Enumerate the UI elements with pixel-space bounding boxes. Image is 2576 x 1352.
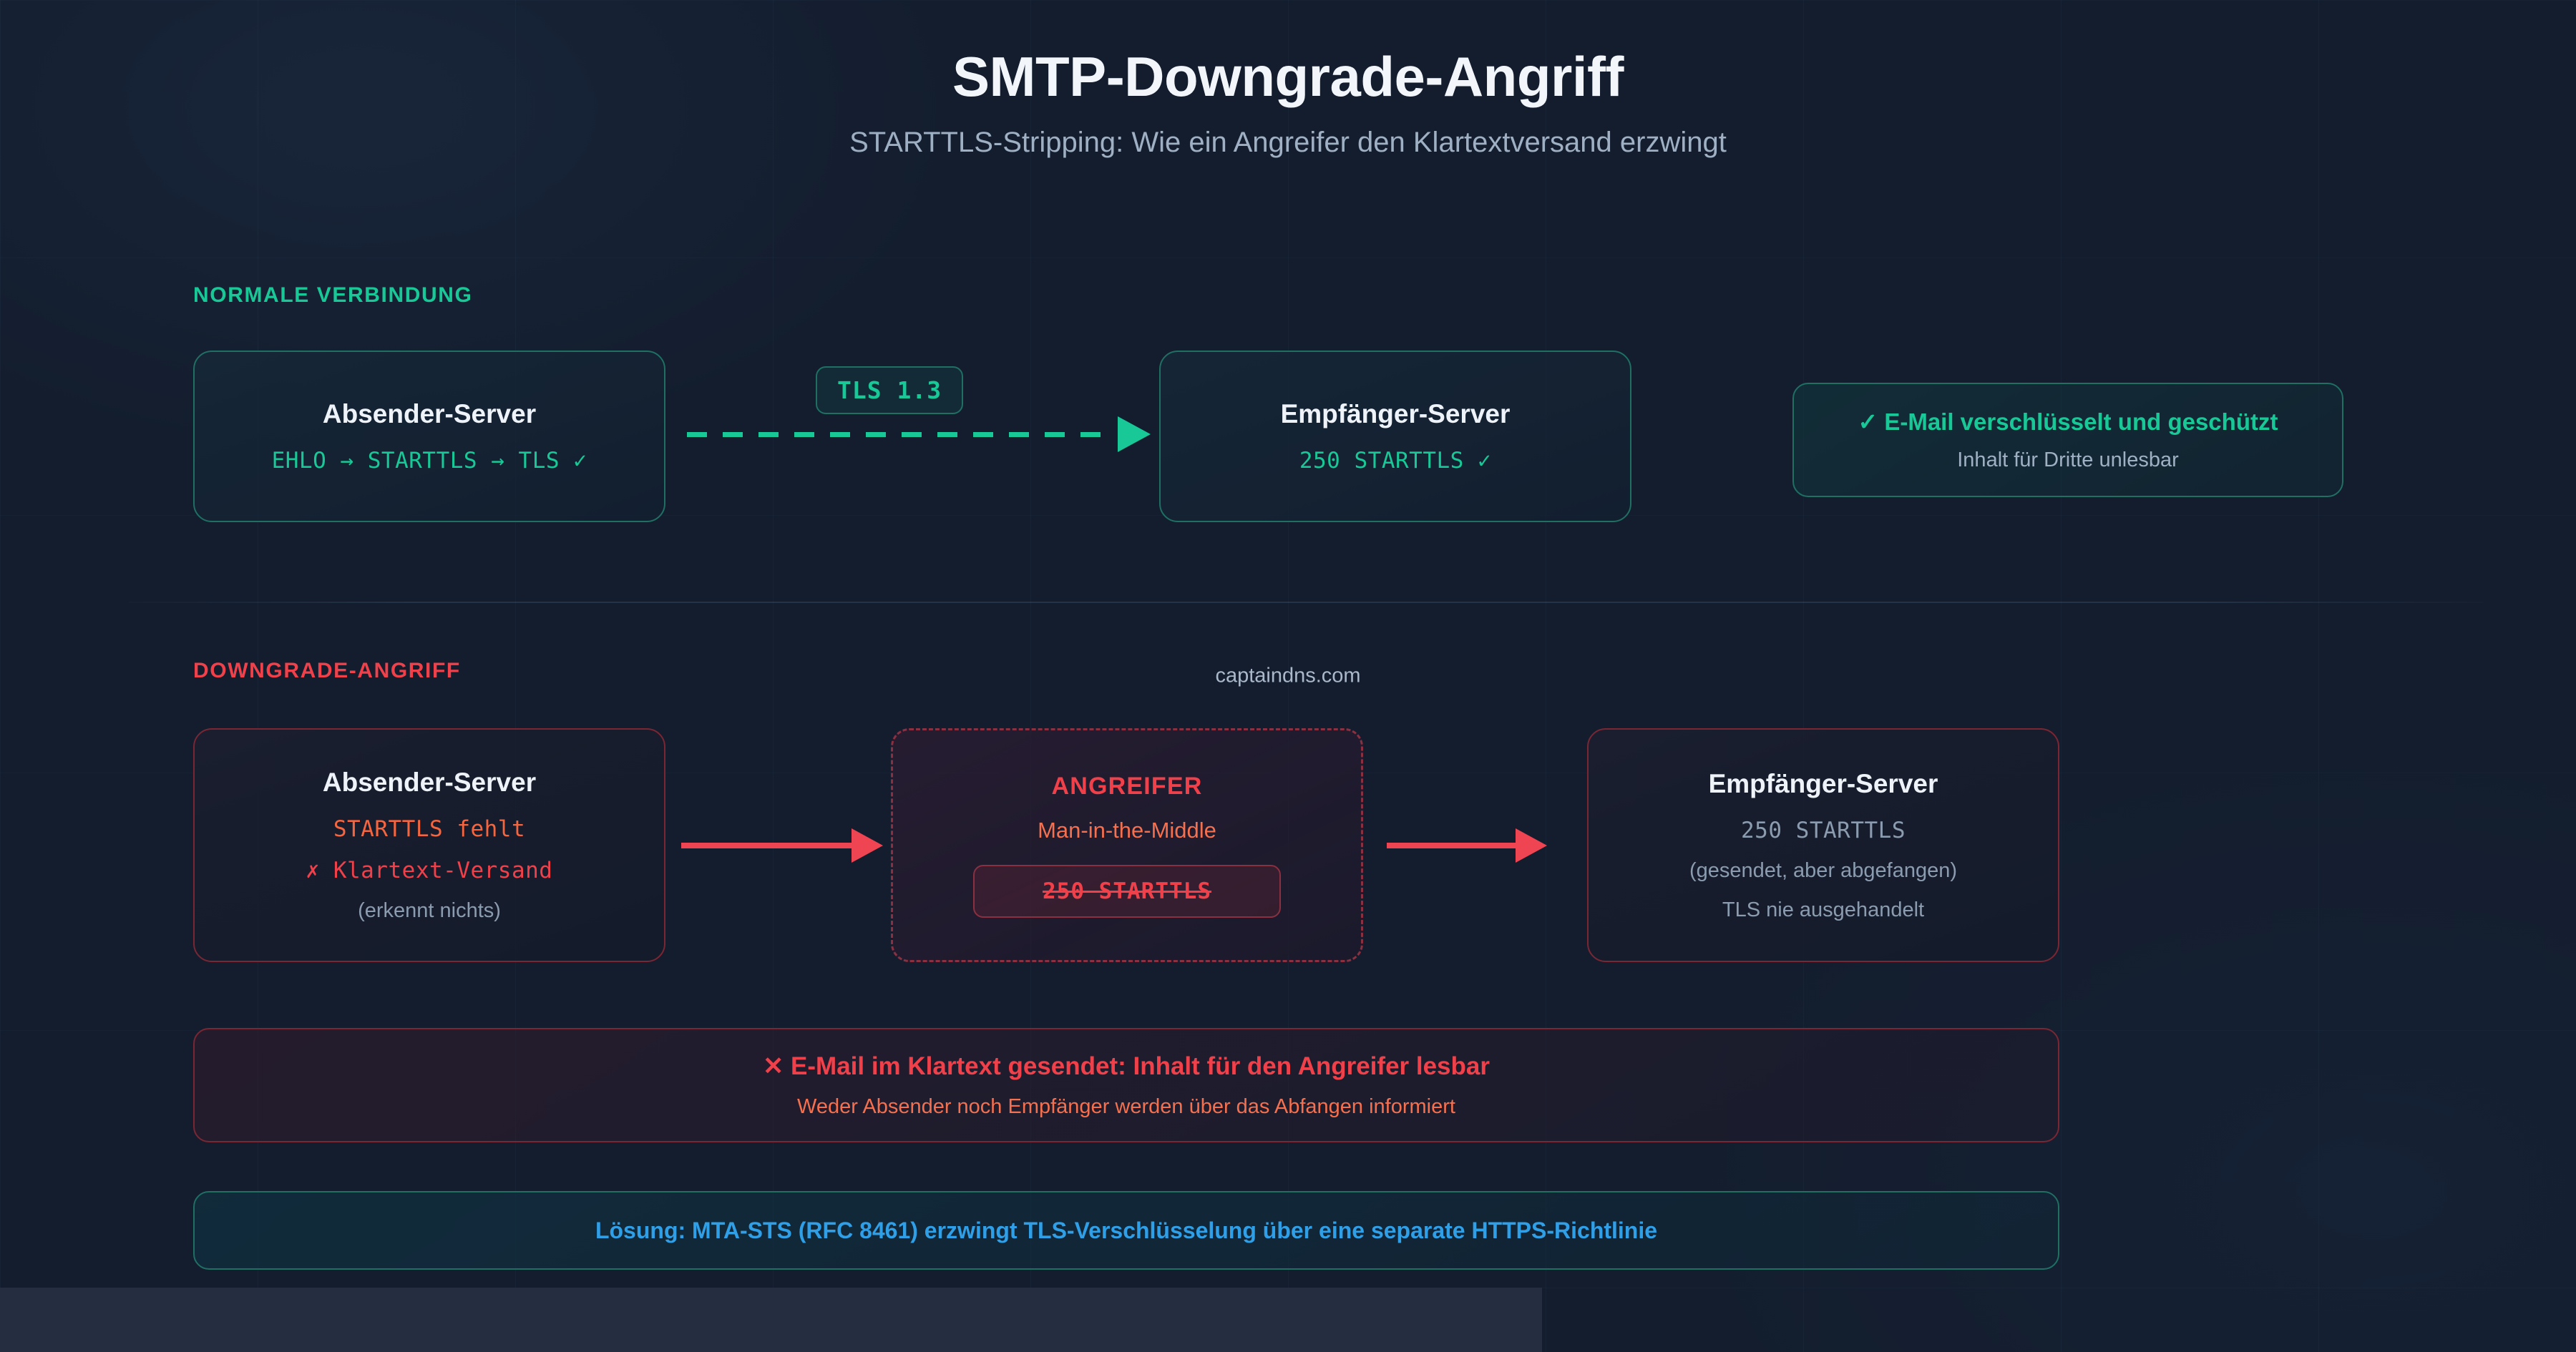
section-label-normal: NORMALE VERBINDUNG: [193, 283, 473, 307]
arrow-encrypted-line: [687, 432, 1116, 437]
footer-site-label: captaindns.com: [1215, 664, 1361, 687]
arrow-attack-out-line: [1387, 843, 1517, 848]
arrow-attack-in-head-icon: [852, 828, 883, 863]
status-badge-success-sub: Inhalt für Dritte unlesbar: [1957, 449, 2179, 471]
node-receiver-attack-line2: (gesendet, aber abgefangen): [1689, 858, 1958, 882]
node-attacker-stripped-chip-label: 250 STARTTLS: [1043, 878, 1211, 904]
banner-warning-sub: Weder Absender noch Empfänger werden übe…: [797, 1094, 1455, 1118]
node-receiver-attack-line3: TLS nie ausgehandelt: [1722, 898, 1925, 921]
arrow-attack-in-line: [681, 843, 853, 848]
arrow-encrypted-head-icon: [1118, 416, 1151, 452]
tls-version-badge: TLS 1.3: [816, 366, 964, 414]
node-sender-normal-title: Absender-Server: [322, 399, 537, 428]
status-badge-success: ✓ E-Mail verschlüsselt und geschützt Inh…: [1792, 383, 2343, 497]
page-title: SMTP-Downgrade-Angriff: [952, 45, 1624, 108]
node-receiver-normal-title: Empfänger-Server: [1280, 399, 1511, 428]
node-attacker: ANGREIFER Man-in-the-Middle 250 STARTTLS: [891, 728, 1363, 962]
node-sender-normal: Absender-Server EHLO → STARTTLS → TLS ✓: [193, 351, 665, 522]
node-receiver-attack-title: Empfänger-Server: [1708, 768, 1938, 798]
node-receiver-attack: Empfänger-Server 250 STARTTLS (gesendet,…: [1587, 728, 2059, 962]
banner-solution: Lösung: MTA-STS (RFC 8461) erzwingt TLS-…: [193, 1191, 2059, 1270]
node-receiver-normal-detail: 250 STARTTLS ✓: [1299, 448, 1492, 474]
section-label-attack: DOWNGRADE-ANGRIFF: [193, 659, 461, 682]
node-attacker-stripped-chip: 250 STARTTLS: [973, 865, 1281, 918]
node-sender-attack-title: Absender-Server: [322, 768, 537, 797]
page-subtitle: STARTTLS-Stripping: Wie ein Angreifer de…: [849, 127, 1727, 158]
node-sender-attack-line1: STARTTLS fehlt: [333, 816, 526, 842]
node-receiver-normal: Empfänger-Server 250 STARTTLS ✓: [1159, 351, 1631, 522]
header: SMTP-Downgrade-Angriff STARTTLS-Strippin…: [0, 0, 2576, 159]
node-sender-attack: Absender-Server STARTTLS fehlt ✗ Klartex…: [193, 728, 665, 962]
banner-warning-main: ✕ E-Mail im Klartext gesendet: Inhalt fü…: [762, 1052, 1490, 1080]
arrow-attack-out-head-icon: [1516, 828, 1547, 863]
status-badge-success-main: ✓ E-Mail verschlüsselt und geschützt: [1858, 408, 2278, 435]
node-sender-attack-line3: (erkennt nichts): [358, 899, 501, 922]
node-sender-attack-line2: ✗ Klartext-Versand: [306, 858, 553, 883]
banner-warning: ✕ E-Mail im Klartext gesendet: Inhalt fü…: [193, 1028, 2059, 1142]
tls-version-badge-label: TLS 1.3: [837, 376, 942, 404]
node-attacker-role: Man-in-the-Middle: [1038, 818, 1216, 843]
node-receiver-attack-line1: 250 STARTTLS: [1741, 817, 1906, 843]
banner-solution-text: Lösung: MTA-STS (RFC 8461) erzwingt TLS-…: [595, 1217, 1658, 1243]
node-sender-normal-detail: EHLO → STARTTLS → TLS ✓: [271, 448, 587, 474]
footer-bar: [0, 1288, 1542, 1352]
node-attacker-title: ANGREIFER: [1051, 773, 1203, 800]
section-divider: [129, 602, 2483, 603]
